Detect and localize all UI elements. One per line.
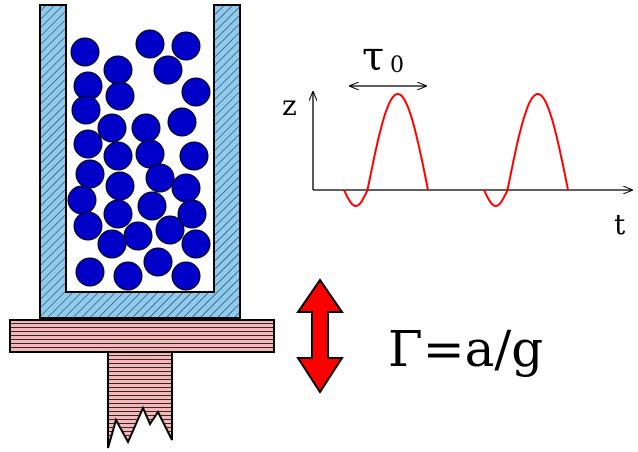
bead bbox=[103, 199, 133, 229]
shaker-stem bbox=[107, 351, 173, 449]
bead bbox=[177, 199, 207, 229]
granular-beads bbox=[67, 29, 211, 291]
double-arrow-icon bbox=[296, 278, 344, 394]
bead bbox=[103, 141, 133, 171]
bead bbox=[171, 261, 201, 291]
oscillation-curve bbox=[343, 92, 569, 208]
bead bbox=[143, 247, 173, 277]
tau-symbol: τ bbox=[362, 34, 384, 80]
bead bbox=[103, 55, 133, 85]
t-axis-label: t bbox=[614, 208, 626, 241]
bead bbox=[181, 229, 211, 259]
bead bbox=[70, 37, 100, 67]
bead bbox=[179, 141, 209, 171]
bead bbox=[105, 171, 135, 201]
z-axis-label: z bbox=[282, 89, 297, 122]
bead bbox=[167, 107, 197, 137]
bead bbox=[73, 129, 103, 159]
bead bbox=[153, 55, 183, 85]
waveform-plot: z t τ 0 bbox=[282, 34, 632, 241]
bead bbox=[145, 163, 175, 193]
shaker-plate bbox=[9, 319, 275, 353]
gamma-formula: Γ=a/g bbox=[388, 320, 543, 378]
bead bbox=[131, 113, 161, 143]
bead bbox=[75, 159, 105, 189]
bead bbox=[135, 29, 165, 59]
tau-subscript: 0 bbox=[390, 53, 404, 78]
bead bbox=[73, 211, 103, 241]
bead bbox=[137, 191, 167, 221]
bead bbox=[97, 113, 127, 143]
bead bbox=[105, 81, 135, 111]
container bbox=[39, 4, 241, 319]
bead bbox=[171, 31, 201, 61]
bead bbox=[123, 221, 153, 251]
bead bbox=[155, 215, 185, 245]
bead bbox=[171, 173, 201, 203]
bead bbox=[97, 229, 127, 259]
bead bbox=[113, 261, 143, 291]
bead bbox=[67, 185, 97, 215]
bead bbox=[75, 257, 105, 287]
bead bbox=[181, 77, 211, 107]
bead bbox=[71, 95, 101, 125]
